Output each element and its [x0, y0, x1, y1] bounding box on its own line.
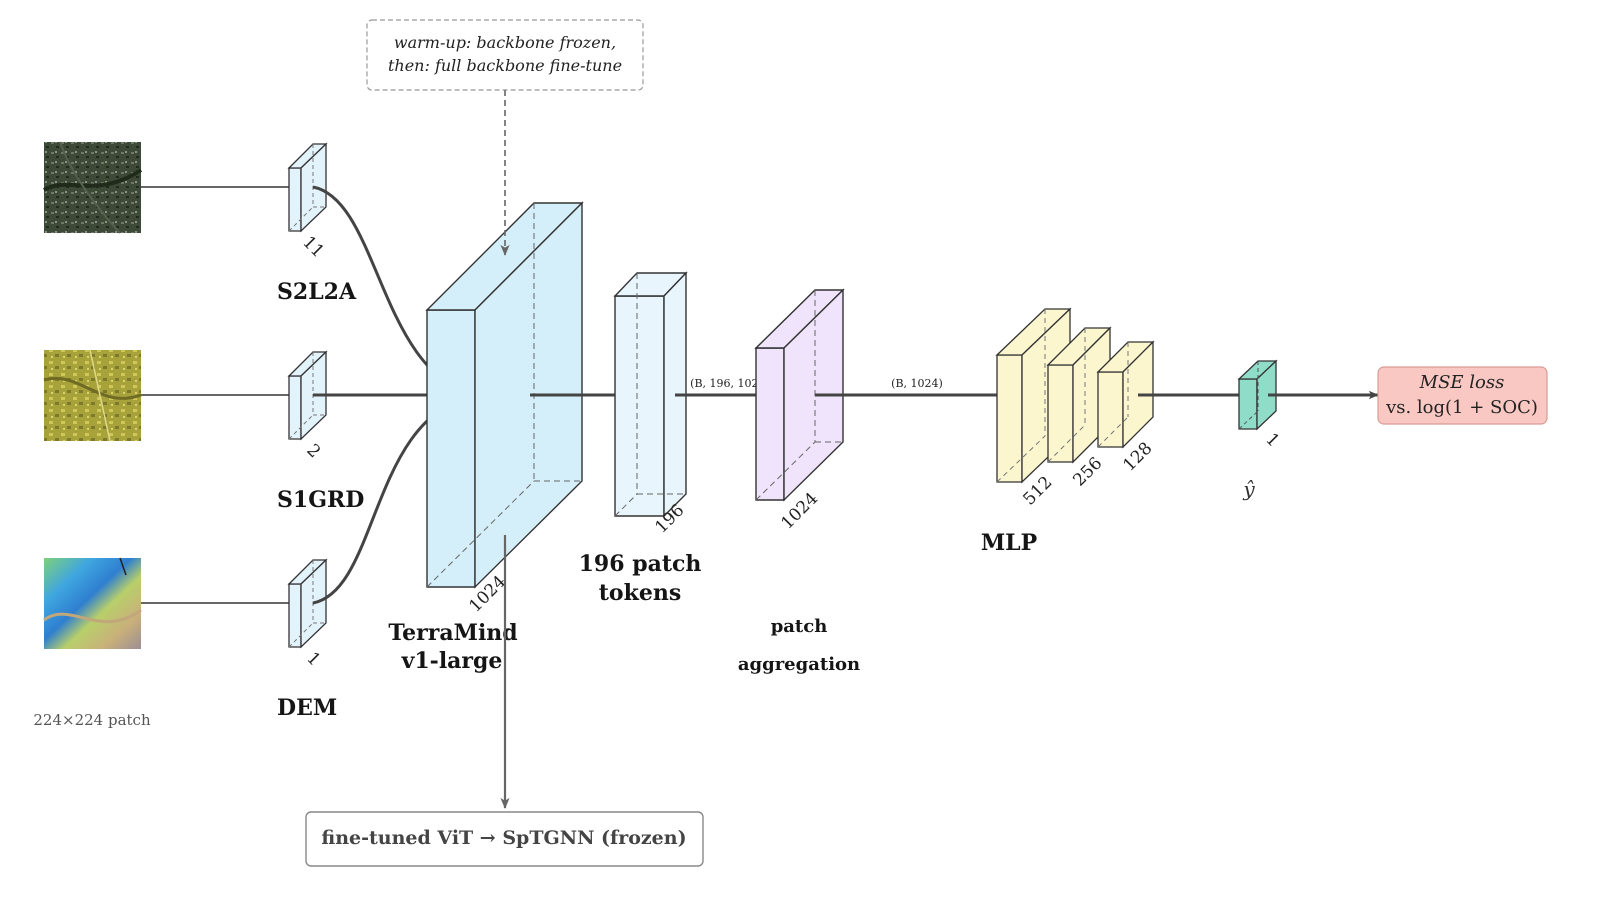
label-s2l2a: S2L2A — [277, 279, 357, 305]
shape-tokens: (B, 196, 1024) — [690, 377, 770, 390]
output-block — [1237, 359, 1278, 431]
loss-line2: vs. log(1 + SOC) — [1385, 397, 1538, 418]
dim-dem: 1 — [302, 648, 324, 670]
label-mlp: MLP — [981, 530, 1037, 556]
bottom-box — [305, 811, 704, 867]
input-image-s1grd — [43, 349, 142, 442]
note-line1: warm-up: backbone frozen, — [394, 33, 616, 52]
label-backbone-line1: TerraMind — [388, 620, 517, 646]
dim-output: 1 — [1261, 429, 1283, 451]
dim-s1grd: 2 — [302, 440, 324, 462]
note-line2: then: full backbone fine-tune — [388, 56, 622, 75]
label-backbone-line2: v1-large — [401, 648, 503, 674]
label-aggregation-line1: patch — [771, 616, 828, 637]
label-dem: DEM — [277, 695, 337, 721]
label-s1grd: S1GRD — [277, 487, 364, 513]
label-output: ŷ — [1242, 477, 1255, 501]
block-s1grd — [287, 350, 328, 441]
bottom-box-label: fine-tuned ViT → SpTGNN (frozen) — [321, 827, 686, 849]
shape-aggregation: (B, 1024) — [891, 377, 943, 390]
input-image-s2l2a — [43, 141, 143, 234]
backbone-block — [425, 201, 584, 589]
block-dem — [287, 558, 328, 649]
aggregation-block — [754, 288, 845, 502]
input-caption: 224×224 patch — [33, 711, 151, 729]
mlp-block-512 — [995, 307, 1072, 484]
loss-box — [1377, 366, 1548, 425]
label-tokens-line2: tokens — [599, 580, 681, 606]
dim-s2l2a: 11 — [298, 232, 327, 261]
note-box — [366, 19, 644, 91]
label-aggregation-line2: aggregation — [738, 654, 860, 675]
input-image-dem — [43, 557, 142, 649]
label-tokens-line1: 196 patch — [579, 551, 702, 577]
loss-line1: MSE loss — [1419, 372, 1505, 393]
block-s2l2a — [287, 142, 328, 233]
